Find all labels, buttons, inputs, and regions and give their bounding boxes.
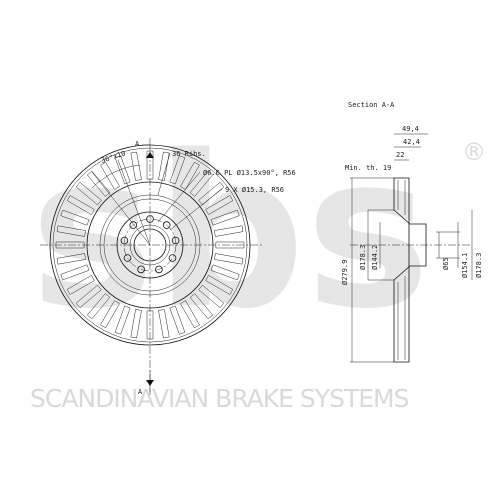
ribs-leader — [157, 152, 171, 196]
cooling-rib — [169, 155, 186, 185]
cooling-rib — [75, 181, 102, 206]
bolt-hole — [120, 236, 129, 245]
cooling-rib — [198, 284, 225, 309]
cooling-rib — [86, 293, 111, 320]
dim-42-4-label: 42,4 — [403, 138, 420, 146]
bolt-hole — [171, 236, 180, 245]
bolt-holes-leader — [169, 188, 223, 231]
dim-144-2-label: Ø144.2 — [371, 245, 379, 270]
cooling-rib — [180, 161, 200, 190]
cooling-rib — [214, 253, 244, 265]
cooling-rib — [210, 209, 240, 226]
bolt-hole — [162, 221, 171, 229]
cooling-rib — [130, 151, 142, 181]
cooling-rib — [60, 209, 90, 226]
cooling-rib — [100, 300, 120, 329]
rib-angle-leg-2 — [117, 159, 151, 246]
bolt-hole — [168, 254, 177, 262]
pilot-hole-leader — [157, 171, 201, 223]
section-title: Section A-A — [348, 101, 395, 109]
cooling-ribs — [55, 150, 245, 340]
dim-22-label: 22 — [396, 151, 404, 159]
pilot-hole-label: Ø6.6 PL Ø13.5x90°, R56 — [203, 169, 296, 177]
cooling-rib — [86, 170, 111, 197]
dim-154-1-label: Ø154.1 — [461, 253, 469, 278]
cooling-rib — [158, 309, 170, 339]
cooling-rib — [205, 275, 234, 295]
cooling-rib — [100, 161, 120, 190]
cooling-rib — [215, 241, 245, 249]
vent-channel-lines — [397, 180, 406, 360]
cooling-rib — [214, 225, 244, 237]
bolt-holes — [120, 215, 180, 274]
dim-178-3-left-label: Ø178.3 — [359, 245, 367, 270]
section-arrow-top-icon — [146, 152, 154, 158]
bolt-hole — [137, 265, 145, 274]
cooling-rib — [66, 195, 95, 215]
cooling-rib — [189, 170, 214, 197]
bolt-holes-label: 9 X Ø15.3, R56 — [225, 186, 284, 194]
cooling-rib — [146, 150, 154, 180]
ribs-label: 36 Ribs. — [172, 150, 206, 158]
registered-mark-icon: ® — [462, 138, 486, 166]
cooling-rib — [114, 305, 131, 335]
cooling-rib — [56, 225, 86, 237]
section-marker-top: A — [135, 140, 140, 148]
cooling-rib — [198, 181, 225, 206]
bolt-hole — [129, 221, 138, 229]
cooling-rib — [146, 310, 154, 340]
cooling-rib — [66, 275, 95, 295]
cooling-rib — [60, 264, 90, 281]
rib-angle-arc — [91, 164, 141, 189]
cooling-rib — [180, 300, 200, 329]
cooling-rib — [55, 241, 85, 249]
cooling-rib — [189, 293, 214, 320]
cooling-rib — [210, 264, 240, 281]
cooling-rib — [75, 284, 102, 309]
dim-65-label: Ø65 — [442, 257, 450, 270]
section-arrow-bottom-icon — [146, 380, 154, 386]
cooling-rib — [56, 253, 86, 265]
bolt-hole — [155, 265, 163, 274]
min-thickness-label: Min. th. 19 — [345, 164, 391, 172]
dim-49-4-label: 49,4 — [402, 125, 419, 133]
company-name: SCANDINAVIAN BRAKE SYSTEMS — [30, 384, 409, 413]
bolt-hole — [123, 254, 132, 262]
disc-section-profile — [393, 177, 427, 363]
cooling-rib — [114, 155, 131, 185]
rib-angle-leg-1 — [91, 171, 151, 246]
cooling-rib — [130, 309, 142, 339]
dim-279-9-label: Ø279.9 — [341, 260, 349, 285]
watermark-logo: sbs — [30, 110, 430, 355]
section-view: Section A-A 49,4 42,4 22 Min. th. 19 Ø27… — [341, 101, 483, 363]
cooling-rib — [205, 195, 234, 215]
dim-178-3-right-label: Ø178.3 — [475, 253, 483, 278]
cooling-rib — [169, 305, 186, 335]
section-marker-bottom: A — [138, 388, 143, 396]
